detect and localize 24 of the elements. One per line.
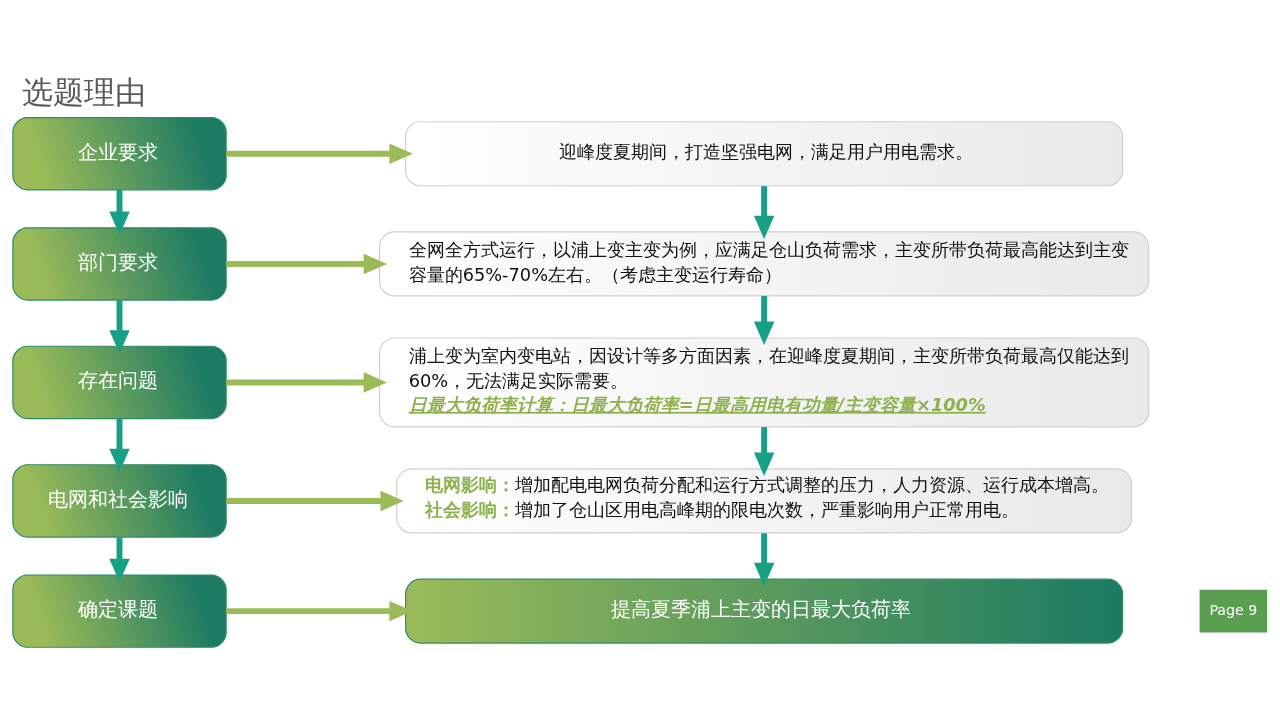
diagram-title: 选题理由 <box>22 73 147 110</box>
arrow <box>753 532 775 586</box>
node-box: 迎峰度夏期间，打造坚强电网，满足用户用电需求。 <box>405 120 1124 186</box>
node-box: 确定课题 <box>12 573 227 648</box>
arrow <box>109 418 130 472</box>
label: Page 9 <box>1209 601 1258 618</box>
node-box: 电网影响：增加配电电网负荷分配和运行方式调整的压力，人力资源、运行成本增高。 社会影响：增加了仓山区用电高峰期的限电次数，严重影响用户正常用电。 <box>396 467 1133 533</box>
node-box: 全网全方式运行，以浦上变主变为例，应满足仓山负荷需求，主变所带负荷最高能达到主变容量的65%-70%左右。（考虑主变运行寿命） <box>379 230 1150 296</box>
node-box: 存在问题 <box>12 345 227 419</box>
arrow <box>226 371 387 393</box>
arrow <box>226 143 413 164</box>
arrow <box>109 536 130 582</box>
arrow <box>753 426 775 476</box>
node-box: 企业要求 <box>12 116 227 190</box>
node-box: 部门要求 <box>12 226 227 301</box>
node-box: 浦上变为室内变电站，因设计等多方面因素，在迎峰度夏期间，主变所带负荷最高仅能达到60%，无法满足实际需要。 日最大负荷率计算：日最大负荷率=日最高用电有功量/主变容量×100% <box>379 336 1150 427</box>
node-box: 电网和社会影响 <box>12 463 227 538</box>
arrow <box>226 253 387 274</box>
arrow <box>226 490 404 511</box>
node-box: 提高夏季浦上主变的日最大负荷率 <box>405 578 1124 644</box>
arrow <box>753 185 775 239</box>
arrow <box>109 299 130 354</box>
arrow <box>753 295 775 345</box>
arrow <box>109 189 130 235</box>
